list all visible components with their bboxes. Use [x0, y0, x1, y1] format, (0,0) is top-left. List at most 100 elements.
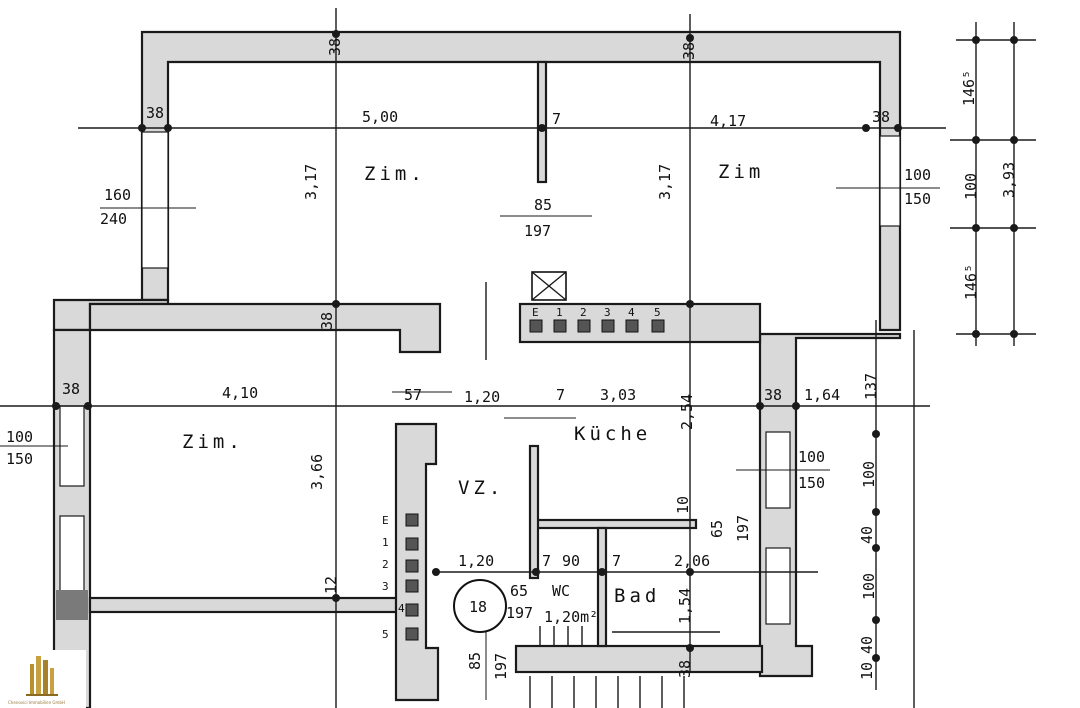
grid-dot [332, 300, 340, 308]
dim-label: 38 [764, 386, 782, 404]
dim-label: 100 [860, 573, 878, 600]
wall-bath-bottom [514, 644, 764, 674]
room-label-top-right: Zim [718, 161, 764, 183]
step-box [405, 579, 419, 593]
dim-label: 4,10 [222, 384, 258, 402]
dim-label: 1,20 [458, 552, 494, 570]
dim-label: 100 [6, 428, 33, 446]
dim-label: 1,20m² [544, 608, 598, 626]
dim-label: 100 [904, 166, 931, 184]
dim-label: 38 [62, 380, 80, 398]
grid-dot [792, 402, 800, 410]
dim-label: 146⁵ [960, 70, 978, 106]
partition-top [536, 60, 548, 184]
dim-label: 7 [542, 552, 551, 570]
dim-label: 7 [612, 552, 621, 570]
dim-label: 137 [862, 373, 880, 400]
dim-label: 100 [860, 461, 878, 488]
grid-dot [332, 30, 340, 38]
dim-label: 38 [872, 108, 890, 126]
stair-label: 1 [382, 536, 389, 549]
dim-label: 40 [858, 526, 876, 544]
grid-dot [432, 568, 440, 576]
dim-label: 85 [534, 196, 552, 214]
dim-label: 100 [962, 173, 980, 200]
grid-dot [972, 36, 980, 44]
step-box [625, 319, 639, 333]
window-kitchen-b [765, 547, 791, 625]
grid-dot [538, 124, 546, 132]
window-top-right [879, 135, 901, 227]
step-box [577, 319, 591, 333]
grid-dot [686, 300, 694, 308]
stair-number: 18 [469, 598, 487, 616]
dim-label: 197 [506, 604, 533, 622]
step-box [405, 513, 419, 527]
grid-dot [872, 616, 880, 624]
dim-label: 240 [100, 210, 127, 228]
shaft-cross-b [531, 271, 567, 301]
dim-label: 12 [322, 576, 340, 594]
dim-label: 3,93 [1000, 162, 1018, 198]
dim-label: 100 [798, 448, 825, 466]
stair-label: 2 [382, 558, 389, 571]
dim-label: 1,54 [676, 588, 694, 624]
dim-label: 38 [326, 38, 344, 56]
dim-label: 1,64 [804, 386, 840, 404]
grid-dot [164, 124, 172, 132]
grid-dot [52, 402, 60, 410]
grid-dot [598, 568, 606, 576]
dim-label: 38 [680, 42, 698, 60]
step-box [405, 603, 419, 617]
outer-wall-right-lower [758, 332, 902, 678]
grid-dot [872, 654, 880, 662]
grid-dot [332, 594, 340, 602]
dim-label: 3,17 [302, 164, 320, 200]
grid-dot [1010, 224, 1018, 232]
grid-dot [862, 124, 870, 132]
room-label-hall: VZ. [458, 477, 504, 499]
wall-wc-top [534, 518, 698, 530]
stair-label: 5 [654, 306, 661, 319]
company-logo: Chenovici Immobilien GmbH [0, 650, 86, 708]
grid-dot [872, 508, 880, 516]
dim-label: 2,06 [674, 552, 710, 570]
dim-label: 197 [734, 515, 752, 542]
dim-label: 150 [798, 474, 825, 492]
dim-label: 65 [510, 582, 528, 600]
step-box [529, 319, 543, 333]
dim-label: 197 [492, 653, 510, 680]
dim-label: 85 [466, 652, 484, 670]
step-box [405, 627, 419, 641]
step-box [405, 537, 419, 551]
stair-label: 4 [398, 602, 405, 615]
dim-label: 3,03 [600, 386, 636, 404]
grid-dot [972, 136, 980, 144]
stair-label: 1 [556, 306, 563, 319]
dim-label: 1,20 [464, 388, 500, 406]
step-box [553, 319, 567, 333]
grid-dot [532, 568, 540, 576]
dim-label: 65 [708, 520, 726, 538]
dim-label: 3,66 [308, 454, 326, 490]
step-box [601, 319, 615, 333]
grid-dot [1010, 36, 1018, 44]
dim-label: 7 [552, 110, 561, 128]
dim-label: 38 [676, 660, 694, 678]
step-box [405, 559, 419, 573]
dim-label: 90 [562, 552, 580, 570]
grid-dot [686, 568, 694, 576]
stair-label: 3 [382, 580, 389, 593]
wall-bottom-left [88, 596, 402, 614]
dim-label: 197 [524, 222, 551, 240]
window-bottom-left-b [59, 515, 85, 597]
room-label-kitchen: Küche [574, 423, 651, 445]
grid-dot [686, 34, 694, 42]
room-label-wc: WC [552, 582, 570, 600]
dim-label: 5,00 [362, 108, 398, 126]
room-label-bath: Bad [614, 585, 660, 607]
stair-label: E [382, 514, 389, 527]
outer-wall-top [140, 30, 902, 332]
stair-label: E [532, 306, 539, 319]
grid-dot [894, 124, 902, 132]
